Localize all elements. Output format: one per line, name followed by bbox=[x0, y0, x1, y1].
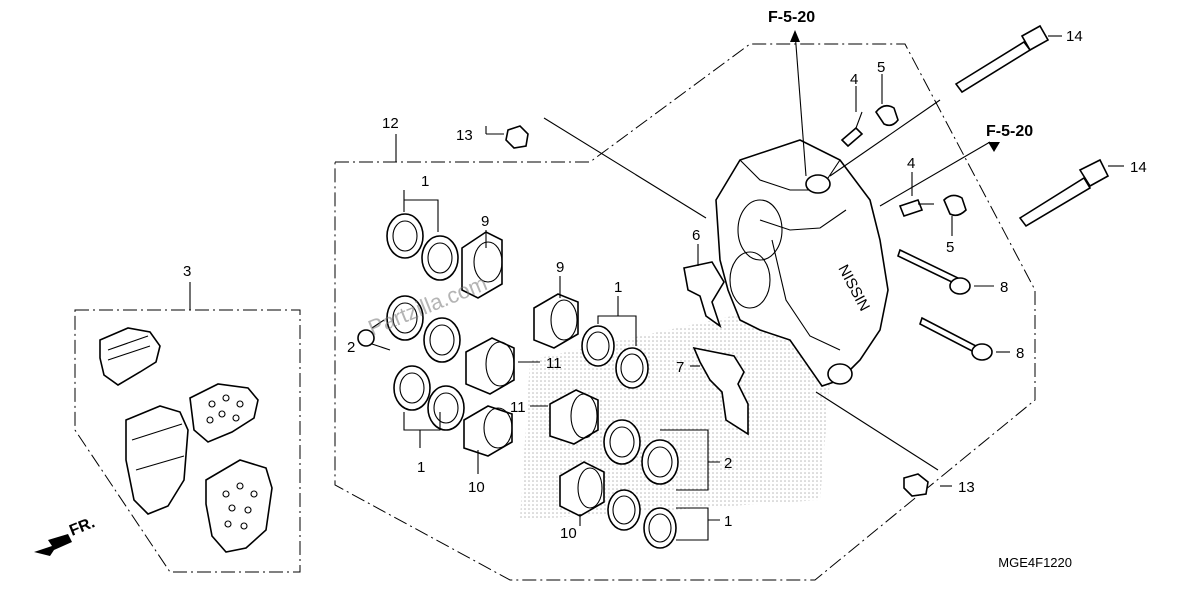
brake-caliper-body[interactable]: NISSIN bbox=[715, 139, 889, 387]
callout-12: 12 bbox=[382, 115, 399, 132]
callout-4-a: 4 bbox=[850, 71, 858, 88]
callout-3: 3 bbox=[183, 263, 191, 280]
pad-pin-upper[interactable] bbox=[897, 248, 971, 295]
plug-13-upper[interactable] bbox=[505, 125, 529, 149]
callout-1-b: 1 bbox=[417, 459, 425, 476]
piston-seals-left[interactable] bbox=[386, 213, 465, 431]
pistons-left[interactable] bbox=[461, 231, 515, 457]
ref-arrow-right bbox=[988, 142, 1000, 152]
callout-11-a: 11 bbox=[546, 355, 562, 372]
bleeder-cap-upper[interactable] bbox=[875, 104, 899, 127]
brake-pad-set[interactable] bbox=[99, 327, 273, 553]
small-oring-2[interactable] bbox=[357, 329, 375, 347]
front-label: FR. bbox=[67, 514, 97, 539]
caliper-assembly-outline bbox=[334, 43, 1036, 581]
callout-5-a: 5 bbox=[877, 59, 885, 76]
callout-14-a: 14 bbox=[1066, 28, 1083, 45]
callout-2-a: 2 bbox=[347, 339, 355, 356]
callout-11-b: 11 bbox=[510, 399, 526, 416]
callout-7: 7 bbox=[676, 359, 684, 376]
piston-seals-center[interactable] bbox=[581, 325, 679, 549]
bleeder-cap-lower[interactable] bbox=[943, 194, 967, 217]
callout-13-upper: 13 bbox=[456, 127, 473, 144]
callout-4-b: 4 bbox=[907, 155, 915, 172]
plug-13-lower[interactable] bbox=[903, 473, 929, 497]
pistons-center[interactable] bbox=[533, 293, 605, 517]
reference-label-top: F-5-20 bbox=[768, 9, 815, 26]
front-direction-indicator: FR. bbox=[34, 514, 97, 556]
callout-1-d: 1 bbox=[724, 513, 732, 530]
callout-9-a: 9 bbox=[481, 213, 489, 230]
pad-pin-lower[interactable] bbox=[919, 316, 993, 361]
callout-8-a: 8 bbox=[1000, 279, 1008, 296]
leader-lines bbox=[189, 31, 1124, 541]
callout-5-b: 5 bbox=[946, 239, 954, 256]
callout-8-b: 8 bbox=[1016, 345, 1024, 362]
pad-set-outline bbox=[74, 309, 301, 573]
caliper-bolt-upper[interactable] bbox=[954, 24, 1050, 94]
callout-1-c: 1 bbox=[614, 279, 622, 296]
caliper-bolt-lower[interactable] bbox=[1018, 158, 1110, 228]
callout-1-a: 1 bbox=[421, 173, 429, 190]
pad-spring-6[interactable] bbox=[683, 261, 725, 329]
callout-2-b: 2 bbox=[724, 455, 732, 472]
callout-6: 6 bbox=[692, 227, 700, 244]
bleeder-screw-upper[interactable] bbox=[840, 111, 864, 148]
callout-14-b: 14 bbox=[1130, 159, 1147, 176]
callout-13-lower: 13 bbox=[958, 479, 975, 496]
ref-arrow-top bbox=[790, 30, 800, 42]
reference-label-right: F-5-20 bbox=[986, 123, 1033, 140]
callout-10-a: 10 bbox=[468, 479, 485, 496]
bleeder-screw-lower[interactable] bbox=[898, 199, 934, 217]
callout-10-b: 10 bbox=[560, 525, 577, 542]
pad-spring-7[interactable] bbox=[692, 346, 749, 436]
callout-9-b: 9 bbox=[556, 259, 564, 276]
diagram-code: MGE4F1220 bbox=[998, 555, 1072, 570]
